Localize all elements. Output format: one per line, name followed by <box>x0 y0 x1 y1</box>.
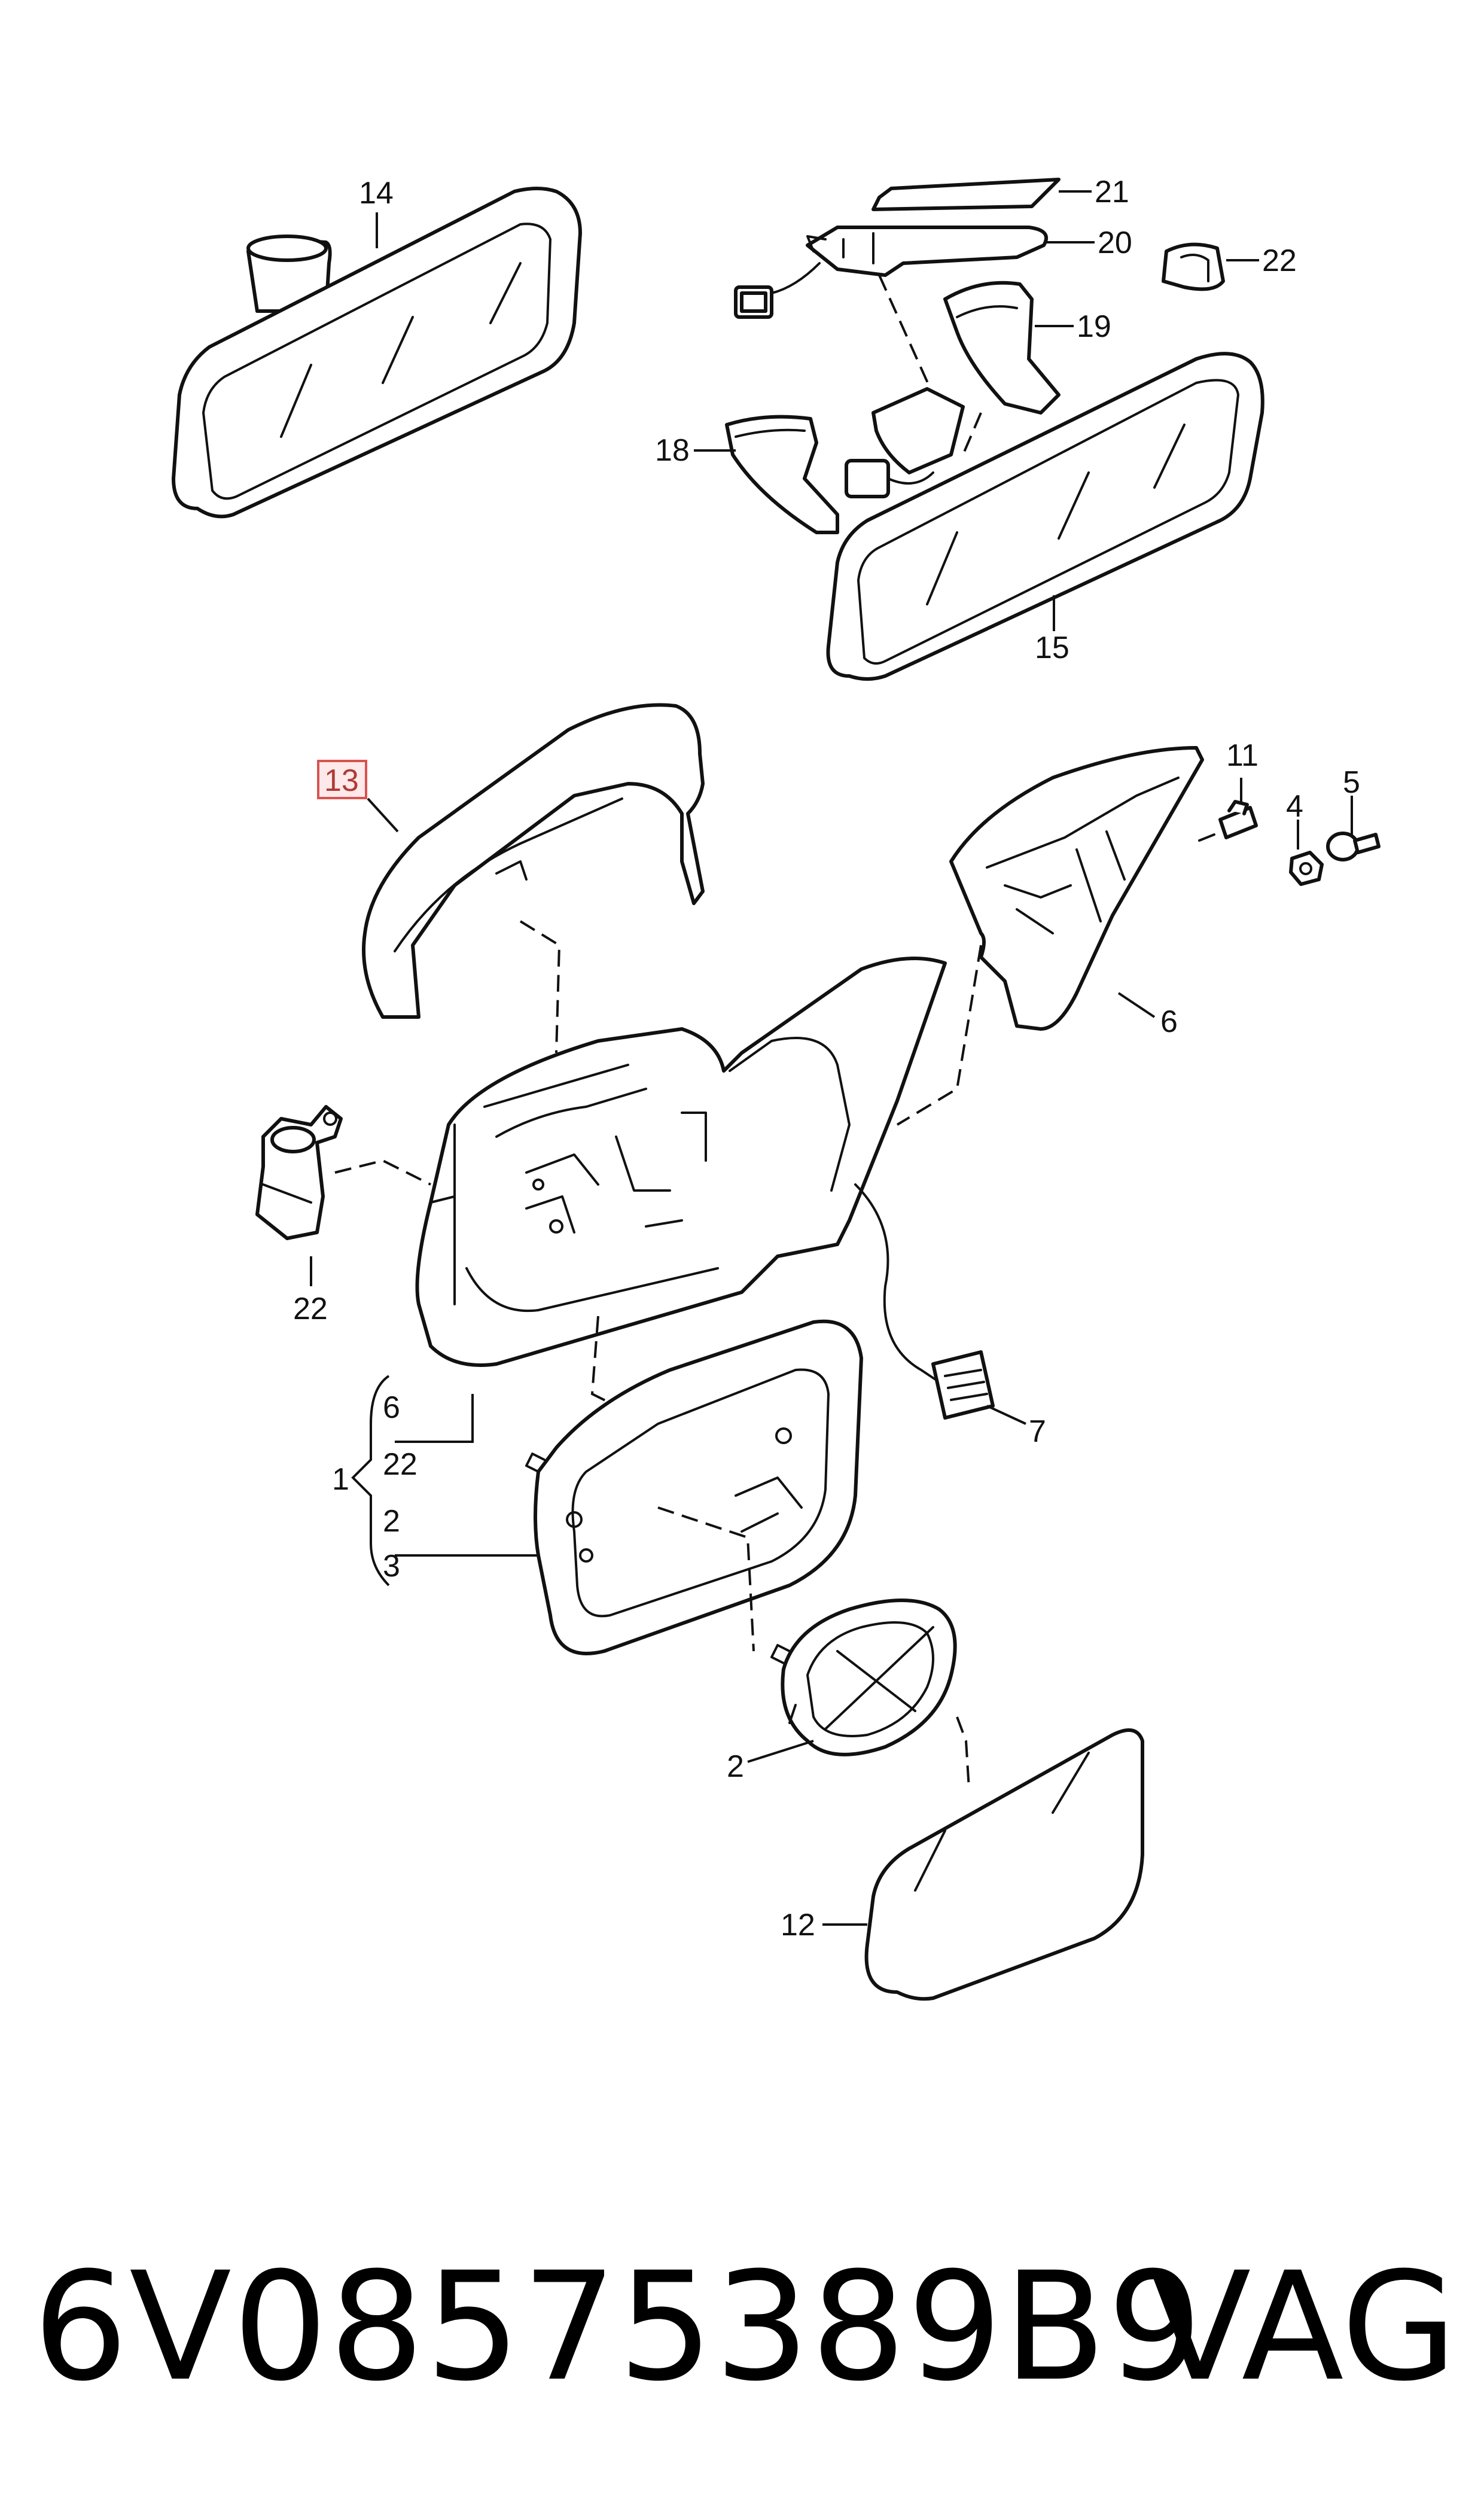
callout-1: 1 <box>332 1462 349 1497</box>
callout-19: 19 <box>1077 309 1111 344</box>
part-2-adjuster[interactable] <box>770 1599 957 1756</box>
group-label-6: 6 <box>383 1390 400 1425</box>
part-22-clip-top[interactable] <box>1162 242 1225 291</box>
leader-7 <box>986 1405 1026 1425</box>
callout-2: 2 <box>727 1749 744 1784</box>
guide-housing <box>590 1316 653 1425</box>
part-housing[interactable] <box>415 957 947 1367</box>
part-14-interior-mirror[interactable] <box>172 187 582 519</box>
leader-6 <box>1117 992 1156 1018</box>
part-4-nut[interactable] <box>1289 851 1324 886</box>
part-5-clip[interactable] <box>1326 832 1381 861</box>
guide-top-1 <box>878 275 934 395</box>
group-label-2: 2 <box>383 1504 400 1539</box>
callout-13: 13 <box>324 763 359 798</box>
leader-13 <box>367 797 399 833</box>
group-bracket-1 <box>351 1375 538 1587</box>
part-3-carrier[interactable] <box>525 1319 863 1655</box>
guide-carrier <box>657 1506 755 1652</box>
callout-15: 15 <box>1035 631 1069 665</box>
callout-22a: 22 <box>1262 243 1297 278</box>
brand-label: VAG <box>1148 2240 1457 2414</box>
callout-18: 18 <box>655 433 690 468</box>
part-11-bolt[interactable] <box>1198 800 1258 842</box>
leader-2 <box>747 1740 814 1763</box>
footer: 6V08575389B9 VAG <box>0 2249 1484 2405</box>
group-label-22: 22 <box>383 1447 418 1482</box>
callout-12: 12 <box>781 1908 815 1942</box>
guide-13 <box>519 920 561 1054</box>
callout-13-highlight[interactable] <box>317 760 367 799</box>
callout-21: 21 <box>1095 175 1129 209</box>
callout-11: 11 <box>1226 738 1258 773</box>
part-21-strip[interactable] <box>871 178 1061 211</box>
parts-diagram: 14 21 20 22 19 18 <box>172 175 1381 2001</box>
part-12-mirror-glass[interactable] <box>864 1728 1144 2001</box>
part-22-turn-signal[interactable] <box>255 1105 343 1240</box>
callout-20: 20 <box>1098 226 1132 260</box>
part-number: 6V08575389B9 <box>33 2240 1204 2414</box>
guide-22b <box>334 1159 431 1186</box>
callout-5: 5 <box>1343 765 1360 800</box>
part-13-mirror-cap[interactable] <box>362 703 705 1019</box>
guide-2 <box>956 1716 970 1789</box>
callout-14: 14 <box>359 176 394 211</box>
callout-22b: 22 <box>293 1292 328 1326</box>
guide-6 <box>896 945 982 1126</box>
part-7-connector[interactable] <box>931 1350 995 1420</box>
callout-6: 6 <box>1160 1004 1178 1039</box>
group-label-3: 3 <box>383 1549 400 1584</box>
leader-group-6-22 <box>395 1394 474 1443</box>
callout-4: 4 <box>1286 789 1303 824</box>
part-19-cover[interactable] <box>943 281 1061 415</box>
part-15-interior-mirror[interactable] <box>826 352 1264 681</box>
part-6-base[interactable] <box>949 746 1204 1031</box>
part-20-bracket[interactable] <box>734 226 1049 319</box>
guide-top-2 <box>962 412 982 455</box>
callout-7: 7 <box>1029 1414 1046 1449</box>
part-18-cover[interactable] <box>725 387 965 534</box>
cable-7 <box>854 1183 940 1383</box>
